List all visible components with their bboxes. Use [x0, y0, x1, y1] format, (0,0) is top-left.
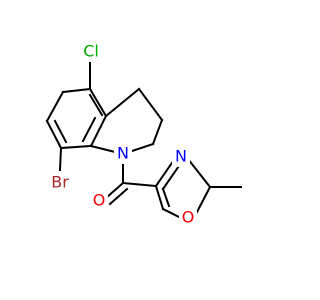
- carbonyl-oxygen-atom-label: O: [93, 191, 106, 210]
- bond-oxazole-c4-n3-double: [161, 161, 183, 191]
- ring-nitrogen-atom-background: [114, 144, 132, 164]
- bond-aromatic-3: [81, 116, 97, 143]
- bond-c4a-c4: [104, 87, 141, 118]
- bonds-layer: [45, 61, 242, 220]
- carbonyl-oxygen-atom: O: [90, 191, 108, 211]
- atom-labels-layer: Cl Br N O N O: [46, 42, 197, 228]
- ring-nitrogen-atom-label: N: [117, 144, 129, 163]
- carbonyl-oxygen-atom-background: [90, 191, 108, 211]
- oxazole-nitrogen-atom-background: [172, 147, 190, 167]
- bond-carbonyl-c-o-b: [108, 187, 129, 206]
- bond-oxazole-c5-c4-double: [161, 187, 171, 208]
- oxazole-oxygen-atom-label: O: [182, 208, 195, 227]
- bond-oxazole-c5-c4: [154, 184, 165, 211]
- bond-c3-c2: [151, 118, 164, 146]
- bromine-atom-label: Br: [51, 173, 69, 192]
- bond-aromatic-2: [53, 119, 68, 144]
- oxazole-oxygen-atom-background: [179, 208, 197, 228]
- molecule-canvas: Cl Br N O N O: [45, 41, 242, 228]
- bromine-atom: Br: [46, 173, 74, 193]
- bond-oxazole-n3-c2: [186, 157, 212, 189]
- bond-carbonyl-c-oxazole: [121, 181, 158, 188]
- bond-c7-c8: [45, 119, 63, 150]
- bond-c8a-c4a: [89, 114, 108, 148]
- bond-c6-c7: [45, 90, 65, 123]
- bond-c5-c4a: [88, 87, 108, 118]
- oxazole-nitrogen-atom: N: [172, 147, 190, 167]
- bond-carbonyl-c-o-a: [104, 181, 125, 200]
- bromine-atom-background: [46, 173, 74, 193]
- chlorine-atom-background: [77, 42, 105, 62]
- oxazole-nitrogen-atom-label: N: [175, 147, 187, 166]
- chlorine-atom: Cl: [77, 42, 105, 62]
- ring-nitrogen-atom: N: [114, 144, 132, 164]
- molecule-structure: Cl Br N O N O: [45, 42, 242, 228]
- bond-c8-br: [58, 146, 63, 172]
- chlorine-atom-label: Cl: [83, 42, 99, 61]
- bond-c4-c3: [137, 87, 164, 122]
- oxazole-oxygen-atom: O: [179, 208, 197, 228]
- bond-oxazole-c2-o1: [195, 185, 212, 214]
- bond-c5-c6: [61, 87, 92, 94]
- bond-aromatic-1: [88, 93, 104, 117]
- bond-c8-c8a: [59, 144, 93, 150]
- bond-oxazole-o1-c5: [161, 207, 183, 220]
